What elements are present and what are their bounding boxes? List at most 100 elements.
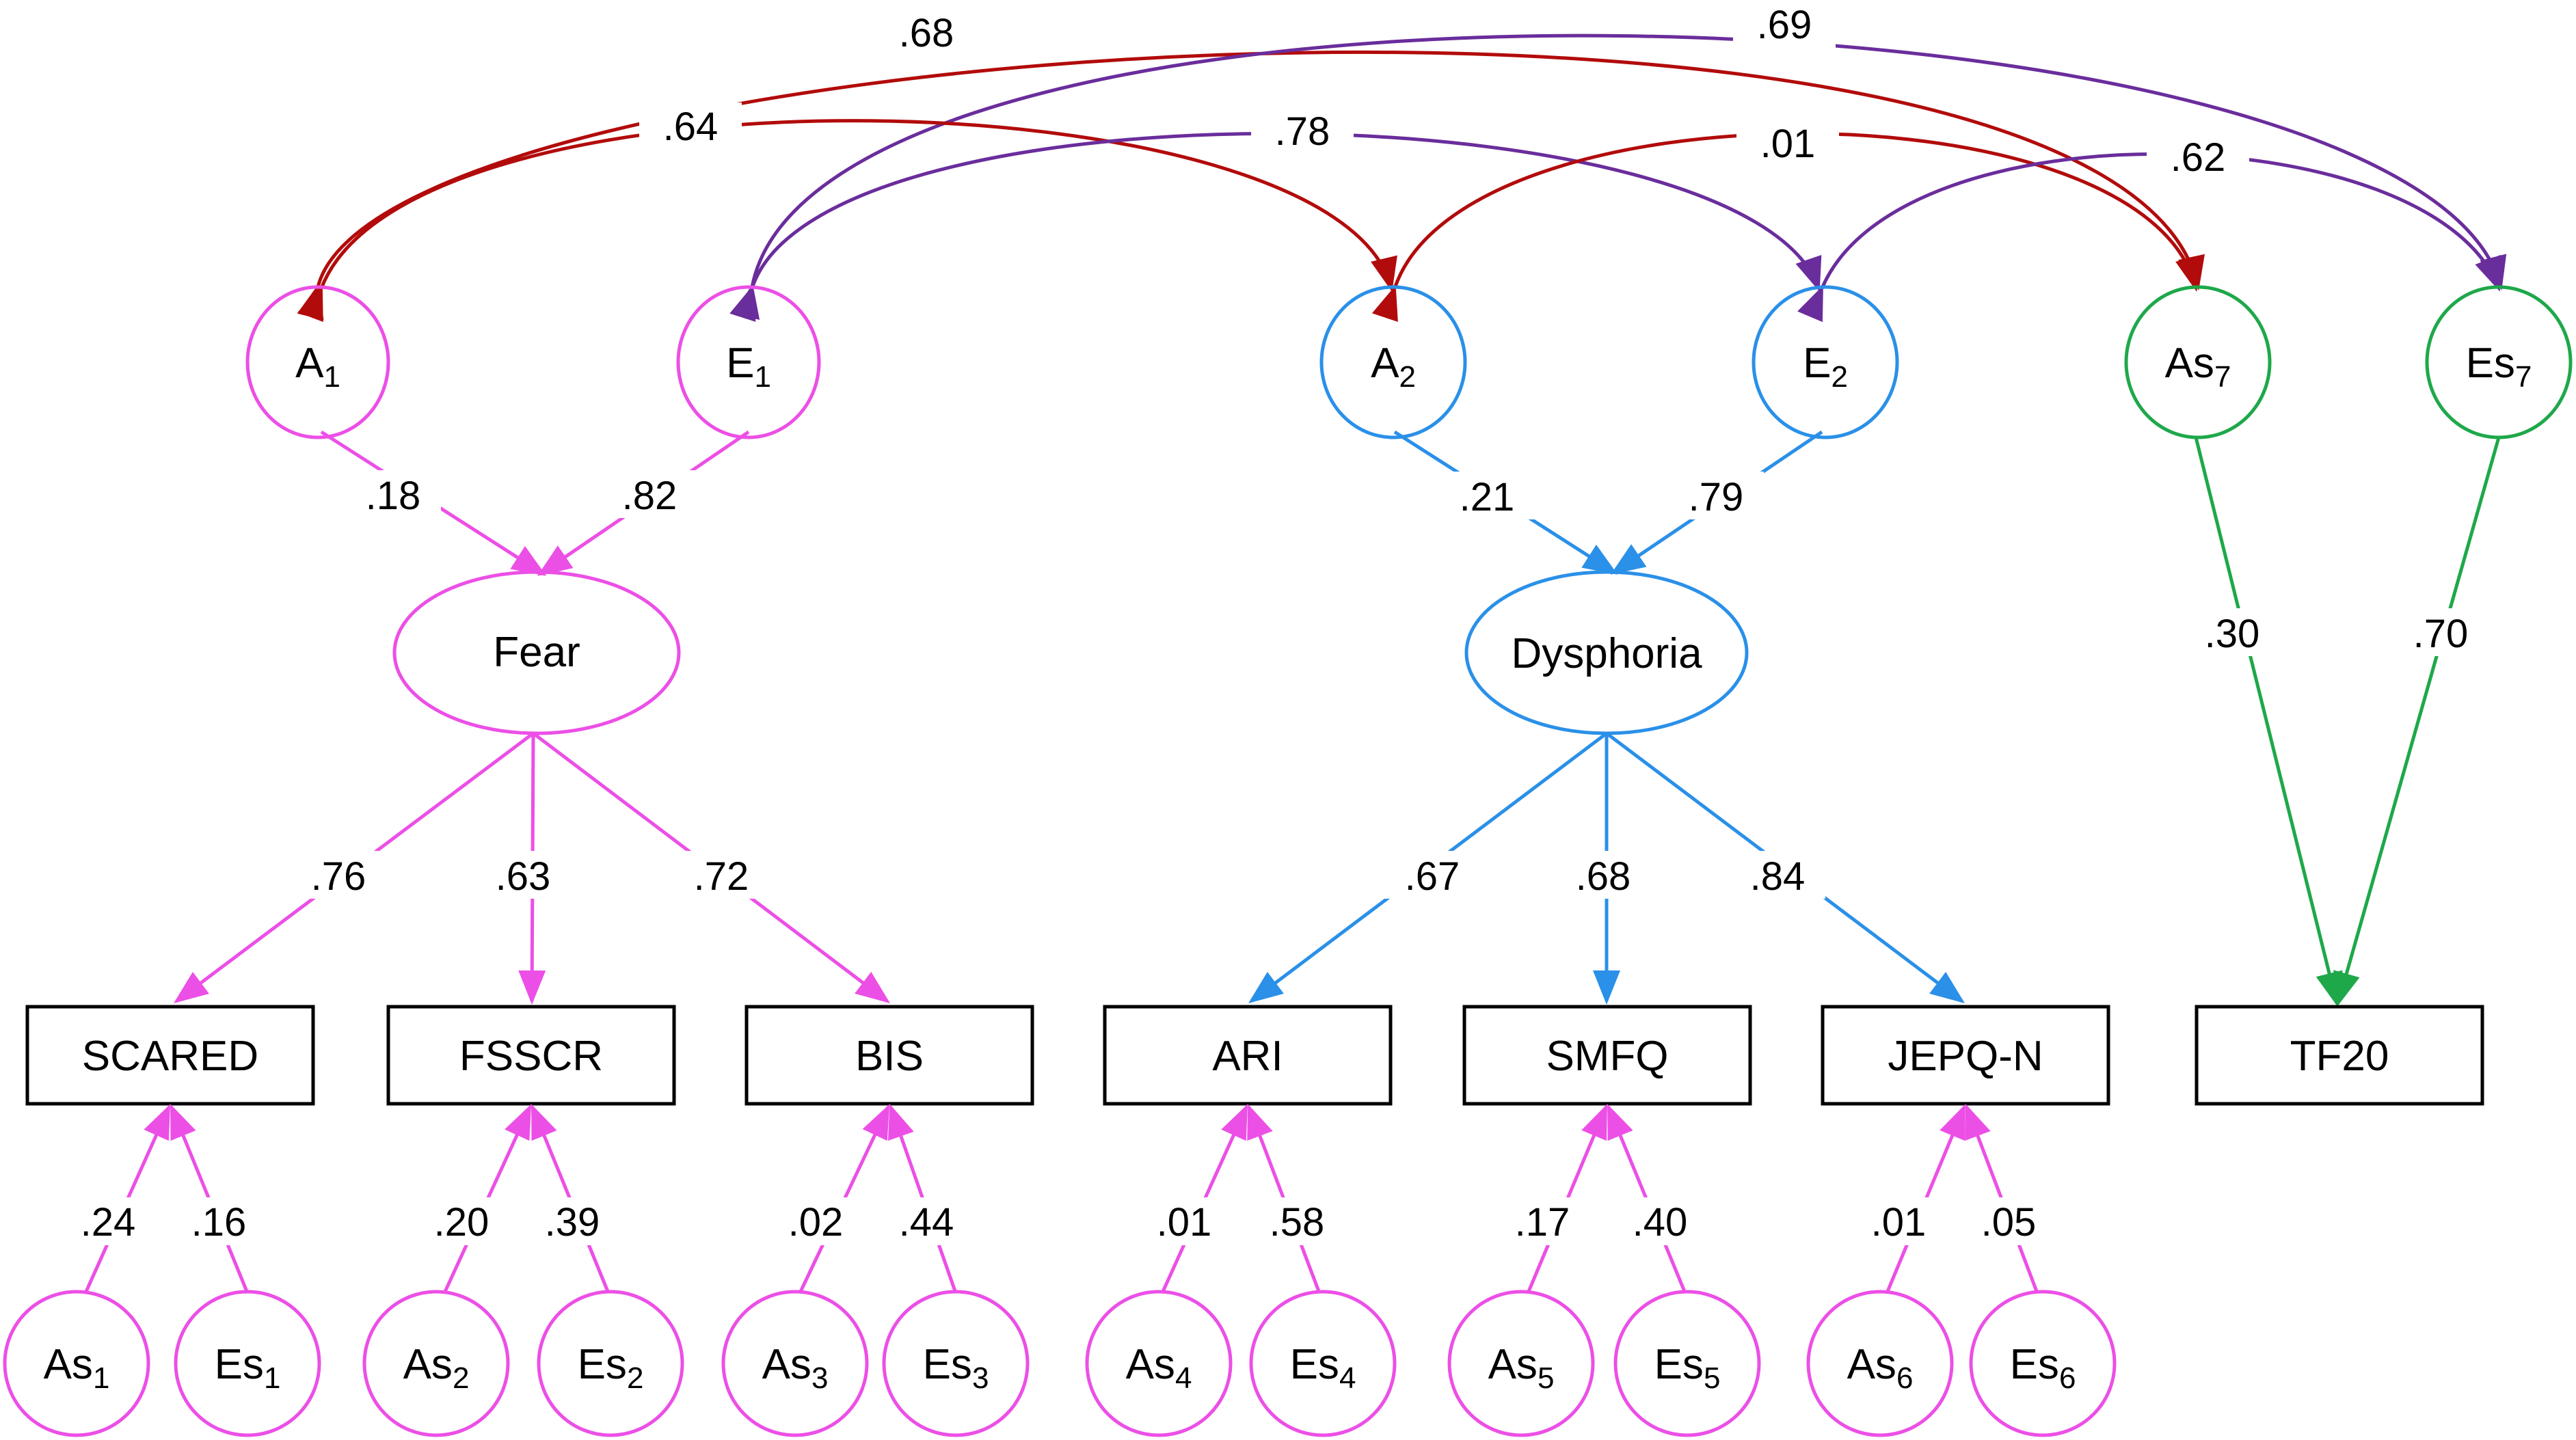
corr-E1-E2: .78 (1275, 109, 1330, 154)
arc-A1-As7 (297, 50, 2205, 321)
measure-scared: SCARED (82, 1033, 258, 1080)
measure-ari: ARI (1212, 1033, 1283, 1080)
corr-A1-A2: .64 (663, 105, 719, 149)
label-As4: As4 (1126, 1341, 1192, 1395)
path-As7-tf20 (2194, 437, 2343, 1007)
loading-labels: .76 .63 .72 .67 .68 .84 (291, 851, 1825, 899)
corr-E1-Es7: .69 (1757, 3, 1812, 47)
value-As1: .24 (81, 1200, 136, 1245)
value-Es4: .58 (1270, 1200, 1325, 1245)
value-fear-bis: .72 (694, 854, 749, 899)
value-As6: .01 (1871, 1200, 1927, 1245)
label-Es6: Es6 (2010, 1341, 2076, 1395)
latent-As7 (2124, 285, 2272, 439)
specific-Es6 (1969, 1290, 2117, 1437)
specific-paths (83, 1104, 2039, 1294)
value-Es5: .40 (1633, 1200, 1688, 1245)
loading-paths (174, 732, 1965, 1005)
label-As1: As1 (44, 1341, 110, 1395)
label-As5: As5 (1488, 1341, 1555, 1395)
measure-jepq: JEPQ-N (1888, 1033, 2043, 1080)
label-Es2: Es2 (578, 1341, 644, 1395)
label-A1: A1 (295, 340, 340, 394)
arc-E1-E2 (729, 131, 1822, 322)
value-dys-jepq: .84 (1750, 854, 1806, 899)
latent-A1 (245, 285, 390, 439)
latent-genetic-labels: A1 E1 A2 E2 As7 Es7 (295, 340, 2532, 394)
value-Es2: .39 (545, 1200, 600, 1245)
measure-fsscr: FSSCR (459, 1033, 603, 1080)
box-bis (744, 1005, 1034, 1106)
specific-As3 (721, 1290, 869, 1437)
label-A2: A2 (1371, 340, 1416, 394)
label-As7: As7 (2165, 340, 2231, 394)
specific-As2 (362, 1290, 510, 1437)
value-Es7-tf20: .70 (2413, 612, 2469, 656)
label-E2: E2 (1803, 340, 1848, 394)
specific-labels: As1 Es1 As2 Es2 As3 Es3 As4 Es4 As5 Es5 … (44, 1341, 2076, 1395)
specific-Es1 (174, 1290, 321, 1437)
label-Es7: Es7 (2466, 340, 2532, 394)
correlation-labels: .68 .69 .64 .78 .01 .62 (639, 3, 2249, 182)
value-As7-tf20: .30 (2205, 612, 2260, 656)
label-Es4: Es4 (1290, 1341, 1356, 1395)
value-fear-scared: .76 (311, 854, 366, 899)
specific-As1 (3, 1290, 150, 1437)
label-Es3: Es3 (923, 1341, 989, 1395)
value-As5: .17 (1515, 1200, 1570, 1245)
latent-to-factor-labels: .18 .82 .21 .79 .30 .70 (345, 470, 2488, 656)
label-Es1: Es1 (215, 1341, 281, 1395)
box-ari (1103, 1005, 1393, 1106)
box-scared (25, 1005, 315, 1106)
factor-fear (392, 570, 681, 735)
box-fsscr (386, 1005, 676, 1106)
measure-bis: BIS (855, 1033, 924, 1080)
value-E2-dys: .79 (1689, 475, 1744, 519)
arc-E1-Es7 (732, 33, 2506, 321)
label-As2: As2 (403, 1341, 470, 1395)
value-fear-fsscr: .63 (496, 854, 551, 899)
label-As3: As3 (762, 1341, 829, 1395)
value-A1-fear: .18 (366, 474, 421, 518)
path-Es7-tf20 (2333, 437, 2501, 1007)
latent-A2 (1319, 285, 1467, 439)
value-Es6: .05 (1981, 1200, 2037, 1245)
measure-smfq: SMFQ (1546, 1033, 1668, 1080)
corr-A1-As7: .68 (899, 11, 954, 55)
specific-Es3 (882, 1290, 1030, 1437)
corr-E2-Es7: .62 (2171, 135, 2226, 180)
latent-genetic-row (245, 285, 2573, 439)
specific-Es4 (1249, 1290, 1397, 1437)
value-Es1: .16 (191, 1200, 247, 1245)
label-As6: As6 (1847, 1341, 1914, 1395)
specific-As5 (1447, 1290, 1595, 1437)
value-E1-fear: .82 (622, 474, 677, 518)
value-Es3: .44 (899, 1200, 954, 1245)
factor-fear-label: Fear (493, 629, 580, 676)
factor-dysphoria-label: Dysphoria (1511, 630, 1702, 677)
value-As3: .02 (788, 1200, 844, 1245)
box-tf20 (2195, 1005, 2484, 1106)
value-A2-dys: .21 (1460, 475, 1515, 519)
specific-Es5 (1613, 1290, 1761, 1437)
value-dys-smfq: .68 (1576, 854, 1631, 899)
specific-As6 (1806, 1290, 1954, 1437)
arc-A1-A2 (297, 119, 1397, 323)
value-As2: .20 (434, 1200, 489, 1245)
specific-circles (3, 1290, 2117, 1437)
measure-boxes (25, 1005, 2484, 1106)
measure-labels: SCARED FSSCR BIS ARI SMFQ JEPQ-N TF20 (82, 1033, 2389, 1080)
corr-A2-As7: .01 (1760, 122, 1816, 166)
specific-Es2 (537, 1290, 684, 1437)
specific-value-labels: .24 .16 .20 .39 .02 .44 .01 .58 .17 .40 … (65, 1197, 2054, 1245)
label-E1: E1 (726, 340, 771, 394)
value-As4: .01 (1157, 1200, 1212, 1245)
box-jepq (1821, 1005, 2110, 1106)
measure-tf20: TF20 (2290, 1033, 2389, 1080)
box-smfq (1462, 1005, 1752, 1106)
value-dys-ari: .67 (1405, 854, 1460, 899)
label-Es5: Es5 (1654, 1341, 1721, 1395)
latent-E2 (1752, 285, 1899, 439)
latent-E1 (676, 285, 821, 439)
